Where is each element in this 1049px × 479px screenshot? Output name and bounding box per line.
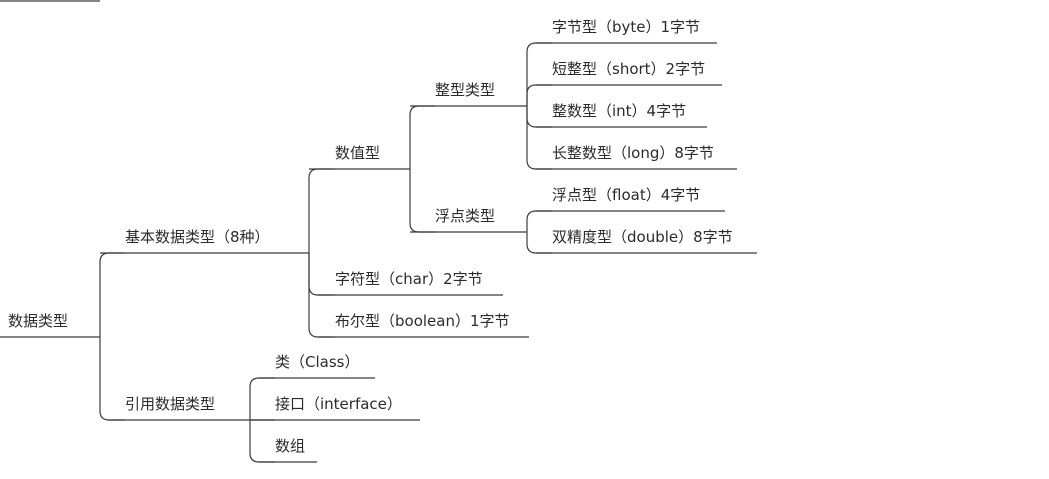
edge-numeric-floating bbox=[409, 169, 435, 233]
edge-primitive-char bbox=[308, 253, 335, 296]
edge-reference-array bbox=[249, 420, 275, 463]
leaf-long: 长整数型（long）8字节 bbox=[536, 144, 737, 170]
node-reference-label: 引用数据类型 bbox=[125, 395, 215, 413]
node-reference: 引用数据类型 bbox=[109, 395, 250, 421]
leaf-array-label: 数组 bbox=[275, 437, 305, 455]
leaf-float-label: 浮点型（float）4字节 bbox=[552, 186, 700, 204]
leaf-short-label: 短整型（short）2字节 bbox=[552, 60, 705, 78]
edge-integer-int bbox=[526, 106, 552, 128]
leaf-array: 数组 bbox=[259, 437, 317, 463]
edge-integer-short bbox=[526, 84, 552, 106]
leaf-short: 短整型（short）2字节 bbox=[536, 60, 722, 86]
node-boolean-label: 布尔型（boolean）1字节 bbox=[335, 312, 510, 330]
node-primitive-label: 基本数据类型（8种） bbox=[125, 228, 270, 246]
edge-reference-class bbox=[249, 377, 275, 420]
leaf-long-label: 长整数型（long）8字节 bbox=[552, 144, 714, 162]
edge-numeric-integer bbox=[409, 105, 435, 169]
edge-integer-long bbox=[526, 106, 552, 170]
leaf-class-label: 类（Class） bbox=[275, 353, 359, 371]
node-integer: 整型类型 bbox=[410, 81, 527, 107]
leaf-interface: 接口（interface） bbox=[250, 395, 420, 421]
edge-root-reference bbox=[99, 337, 125, 421]
leaf-byte-label: 字节型（byte）1字节 bbox=[552, 18, 700, 36]
node-primitive: 基本数据类型（8种） bbox=[100, 228, 309, 254]
node-char-label: 字符型（char）2字节 bbox=[335, 270, 483, 288]
leaf-class: 类（Class） bbox=[259, 353, 375, 379]
edge-floating-double bbox=[526, 232, 552, 254]
node-floating-label: 浮点类型 bbox=[435, 207, 495, 225]
leaf-int: 整数型（int）4字节 bbox=[536, 102, 707, 128]
leaf-interface-label: 接口（interface） bbox=[275, 395, 402, 413]
edge-primitive-numeric bbox=[308, 168, 335, 253]
node-boolean: 布尔型（boolean）1字节 bbox=[318, 312, 529, 338]
leaf-byte: 字节型（byte）1字节 bbox=[536, 18, 717, 44]
node-floating: 浮点类型 bbox=[410, 207, 527, 233]
node-root: 数据类型 bbox=[0, 312, 100, 338]
edge-integer-byte bbox=[526, 42, 552, 106]
leaf-int-label: 整数型（int）4字节 bbox=[552, 102, 686, 120]
leaf-double: 双精度型（double）8字节 bbox=[536, 228, 757, 254]
leaf-float: 浮点型（float）4字节 bbox=[536, 186, 725, 212]
node-char: 字符型（char）2字节 bbox=[318, 270, 503, 296]
edge-root-primitive bbox=[99, 252, 125, 337]
edge-floating-float bbox=[526, 210, 552, 232]
node-root-label: 数据类型 bbox=[8, 312, 68, 330]
node-numeric-label: 数值型 bbox=[335, 144, 380, 162]
node-numeric: 数值型 bbox=[309, 144, 410, 170]
edge-primitive-boolean bbox=[308, 253, 335, 338]
node-integer-label: 整型类型 bbox=[435, 81, 495, 99]
leaf-double-label: 双精度型（double）8字节 bbox=[552, 228, 733, 246]
